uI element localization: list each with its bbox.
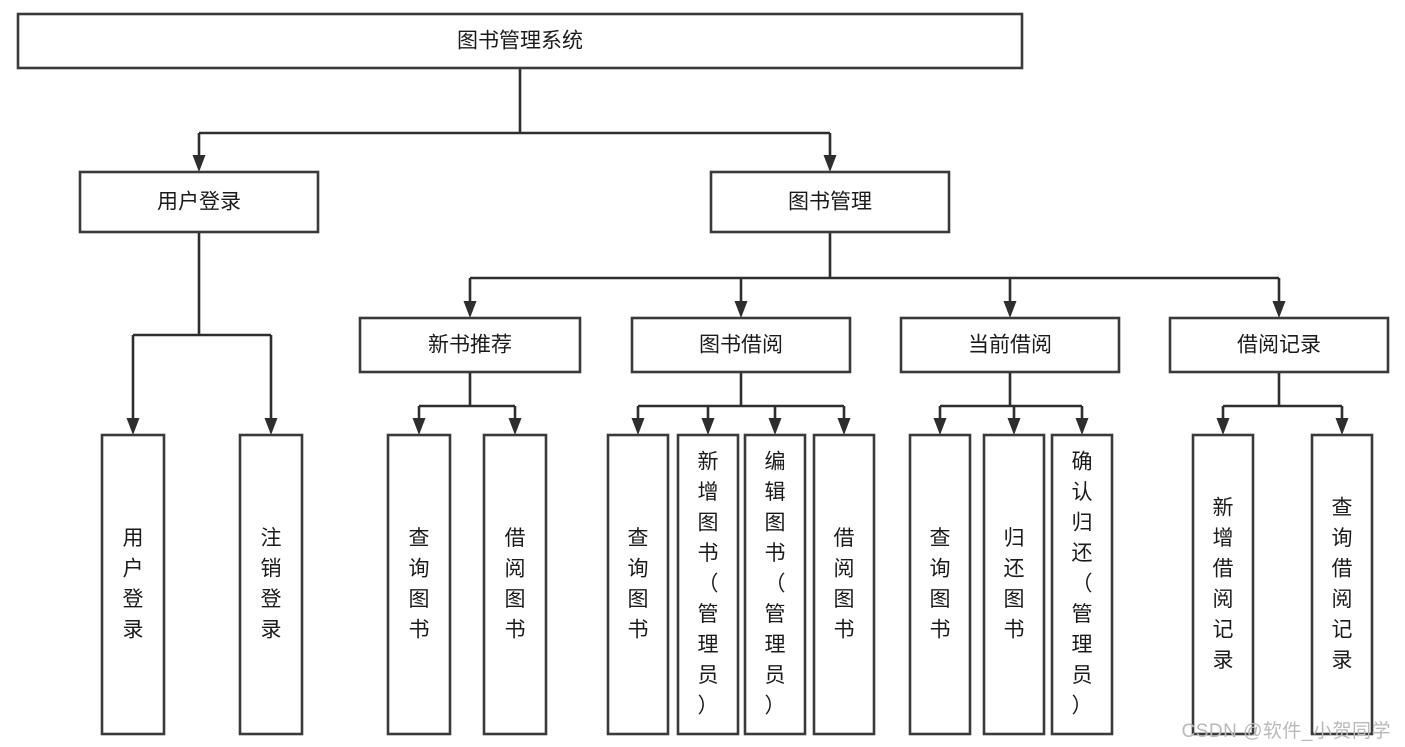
node-label-leaf-edit-book-admin: 编辑图书（管理员）: [765, 450, 786, 717]
connector-current-to-leaves: [933, 372, 1089, 435]
connector-borrow-to-leaves: [631, 372, 851, 435]
connector-root-to-level2: [192, 68, 837, 172]
node-box-leaf-query-book-borrow: [606, 433, 670, 736]
arrow-head-icon: [412, 418, 426, 435]
arrow-head-icon: [701, 418, 715, 435]
node-book-borrow[interactable]: 图书借阅: [630, 316, 852, 374]
arrow-head-icon: [508, 418, 522, 435]
node-label-leaf-user-login: 用户登录: [123, 526, 144, 641]
node-leaf-borrow-book-recommend[interactable]: 借阅图书: [482, 433, 548, 736]
arrow-head-icon: [1216, 418, 1230, 435]
node-label-leaf-add-borrow-record: 新增借阅记录: [1213, 496, 1234, 672]
arrow-head-icon: [463, 301, 477, 318]
arrow-head-icon: [1007, 418, 1021, 435]
node-label-leaf-confirm-return-admin: 确认归还（管理员）: [1072, 450, 1093, 717]
node-box-leaf-borrow-book-recommend: [482, 433, 548, 736]
arrow-head-icon: [1272, 301, 1286, 318]
node-leaf-add-book-admin[interactable]: 新增图书（管理员）: [676, 433, 740, 736]
connector-record-to-leaves: [1216, 372, 1349, 435]
node-box-leaf-add-book-admin: [676, 433, 740, 736]
node-leaf-add-borrow-record[interactable]: 新增借阅记录: [1191, 433, 1255, 736]
node-leaf-query-book-current[interactable]: 查询图书: [908, 433, 972, 736]
node-box-leaf-query-borrow-record: [1310, 433, 1374, 736]
node-label-leaf-return-book: 归还图书: [1004, 526, 1025, 641]
node-box-user-login: [78, 170, 320, 234]
arrow-head-icon: [768, 418, 782, 435]
node-leaf-return-book[interactable]: 归还图书: [982, 433, 1046, 736]
node-box-book-management: [709, 170, 951, 234]
node-label-leaf-add-book-admin: 新增图书（管理员）: [698, 450, 719, 717]
arrow-head-icon: [1075, 418, 1089, 435]
node-root[interactable]: 图书管理系统: [16, 12, 1024, 70]
node-label-borrow-record: 借阅记录: [1237, 334, 1321, 357]
node-box-leaf-borrow-book: [812, 433, 876, 736]
node-box-leaf-query-book-recommend: [386, 433, 452, 736]
node-current-borrow[interactable]: 当前借阅: [899, 316, 1121, 374]
connector-layer: [126, 68, 1349, 435]
node-label-leaf-query-book-recommend: 查询图书: [409, 526, 430, 641]
node-new-book-recommend[interactable]: 新书推荐: [358, 316, 582, 374]
node-box-leaf-confirm-return-admin: [1050, 433, 1114, 736]
node-box-borrow-record: [1168, 316, 1390, 374]
connector-userlogin-to-leaves: [126, 232, 278, 435]
node-leaf-user-logout[interactable]: 注销登录: [238, 433, 304, 736]
arrow-head-icon: [631, 418, 645, 435]
node-layer: 图书管理系统用户登录图书管理新书推荐图书借阅当前借阅借阅记录用户登录注销登录查询…: [16, 12, 1390, 736]
connector-bookmgmt-to-level3: [463, 232, 1286, 318]
node-label-new-book-recommend: 新书推荐: [428, 334, 512, 357]
arrow-head-icon: [823, 155, 837, 172]
node-label-book-management: 图书管理: [788, 191, 872, 214]
arrow-head-icon: [933, 418, 947, 435]
node-label-leaf-query-book-borrow: 查询图书: [628, 526, 649, 641]
node-user-login[interactable]: 用户登录: [78, 170, 320, 234]
arrow-head-icon: [734, 301, 748, 318]
node-borrow-record[interactable]: 借阅记录: [1168, 316, 1390, 374]
node-leaf-edit-book-admin[interactable]: 编辑图书（管理员）: [743, 433, 807, 736]
node-box-current-borrow: [899, 316, 1121, 374]
node-box-leaf-user-login: [100, 433, 166, 736]
node-box-leaf-edit-book-admin: [743, 433, 807, 736]
node-label-leaf-query-borrow-record: 查询借阅记录: [1332, 496, 1353, 672]
node-book-management[interactable]: 图书管理: [709, 170, 951, 234]
arrow-head-icon: [837, 418, 851, 435]
node-leaf-query-book-recommend[interactable]: 查询图书: [386, 433, 452, 736]
node-label-book-borrow: 图书借阅: [699, 334, 783, 357]
node-label-leaf-borrow-book-recommend: 借阅图书: [505, 526, 526, 641]
node-box-leaf-add-borrow-record: [1191, 433, 1255, 736]
node-box-new-book-recommend: [358, 316, 582, 374]
node-label-leaf-user-logout: 注销登录: [261, 526, 282, 641]
node-leaf-query-book-borrow[interactable]: 查询图书: [606, 433, 670, 736]
node-box-book-borrow: [630, 316, 852, 374]
node-leaf-query-borrow-record[interactable]: 查询借阅记录: [1310, 433, 1374, 736]
node-label-current-borrow: 当前借阅: [968, 334, 1052, 357]
arrow-head-icon: [264, 418, 278, 435]
arrow-head-icon: [1335, 418, 1349, 435]
node-label-leaf-query-book-current: 查询图书: [930, 526, 951, 641]
node-box-leaf-query-book-current: [908, 433, 972, 736]
arrow-head-icon: [192, 155, 206, 172]
node-box-root: [16, 12, 1024, 70]
node-leaf-confirm-return-admin[interactable]: 确认归还（管理员）: [1050, 433, 1114, 736]
arrow-head-icon: [126, 418, 140, 435]
node-label-root: 图书管理系统: [457, 30, 583, 53]
node-leaf-user-login[interactable]: 用户登录: [100, 433, 166, 736]
node-label-user-login: 用户登录: [157, 191, 241, 214]
node-box-leaf-user-logout: [238, 433, 304, 736]
node-box-leaf-return-book: [982, 433, 1046, 736]
node-leaf-borrow-book[interactable]: 借阅图书: [812, 433, 876, 736]
arrow-head-icon: [1003, 301, 1017, 318]
node-label-leaf-borrow-book: 借阅图书: [834, 526, 855, 641]
connector-recommend-to-leaves: [412, 372, 522, 435]
